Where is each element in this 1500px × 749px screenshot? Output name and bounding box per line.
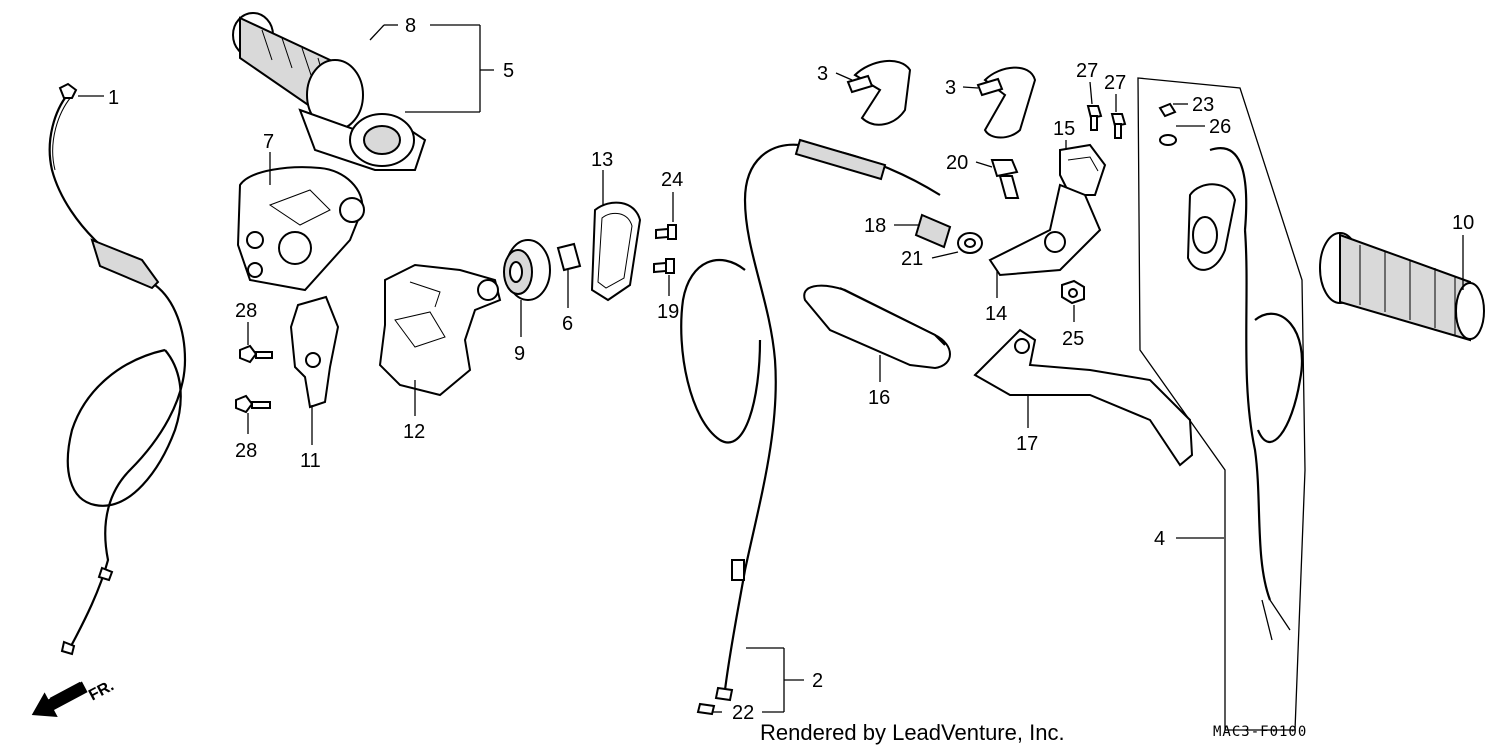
label-part-14: 14 — [985, 303, 1007, 325]
part-collar — [556, 242, 582, 272]
part-cover — [590, 201, 642, 302]
label-part-27b: 27 — [1104, 72, 1126, 94]
label-part-13: 13 — [591, 149, 613, 171]
label-part-3b: 3 — [945, 77, 956, 99]
part-throttle-housing-lower — [378, 263, 502, 397]
label-part-16: 16 — [868, 387, 890, 409]
part-lock-nut — [957, 232, 983, 254]
label-part-23: 23 — [1192, 94, 1214, 116]
part-throttle-housing-top — [236, 166, 365, 292]
label-part-26: 26 — [1209, 116, 1231, 138]
part-cable-clamp-1 — [846, 59, 912, 126]
credit-text: Rendered by LeadVenture, Inc. — [760, 720, 1065, 745]
part-pulley — [503, 239, 551, 301]
part-small-bolt-2 — [1110, 113, 1127, 139]
label-part-6: 6 — [562, 313, 573, 335]
part-lever-bracket — [988, 183, 1102, 277]
part-throttle-grip — [232, 12, 427, 171]
label-part-1: 1 — [108, 87, 119, 109]
label-part-5: 5 — [503, 60, 514, 82]
front-direction-arrow — [31, 681, 88, 718]
part-screw-upper — [655, 224, 677, 240]
part-stop-switch-assembly — [1137, 77, 1306, 731]
label-part-7: 7 — [263, 131, 274, 153]
label-part-22: 22 — [732, 702, 754, 724]
part-clutch-lever — [973, 328, 1194, 467]
label-part-2: 2 — [812, 670, 823, 692]
label-part-10: 10 — [1452, 212, 1474, 234]
part-small-bolt-1 — [1086, 105, 1103, 131]
front-label: FR. — [86, 677, 117, 704]
part-bolt-upper — [239, 344, 273, 364]
label-part-18: 18 — [864, 215, 886, 237]
label-part-3a: 3 — [817, 63, 828, 85]
label-part-15: 15 — [1053, 118, 1075, 140]
label-part-12: 12 — [403, 421, 425, 443]
part-housing-clamp — [289, 295, 340, 409]
label-part-28a: 28 — [235, 300, 257, 322]
part-cable-clamp-2 — [976, 66, 1037, 139]
part-lever-cover — [803, 284, 951, 370]
label-part-8: 8 — [405, 15, 416, 37]
front-arrow-icon — [31, 681, 88, 718]
part-screw-lower — [653, 258, 675, 274]
label-part-11: 11 — [300, 450, 321, 472]
label-part-4: 4 — [1154, 528, 1165, 550]
label-part-9: 9 — [514, 343, 525, 365]
part-adjuster-bolt — [990, 159, 1020, 199]
part-nut — [1061, 279, 1085, 305]
label-part-19: 19 — [657, 301, 679, 323]
part-adjuster — [914, 213, 952, 249]
label-part-24: 24 — [661, 169, 683, 191]
leader-lines — [78, 24, 1464, 713]
part-bolt-lower — [235, 394, 271, 414]
label-part-20: 20 — [946, 152, 968, 174]
part-clamp-holder — [1059, 143, 1107, 196]
label-part-27a: 27 — [1076, 60, 1098, 82]
label-part-21: 21 — [901, 248, 923, 270]
part-clutch-cable — [680, 138, 941, 716]
label-part-17: 17 — [1016, 433, 1038, 455]
diagram-code: MAC3-F0100 — [1213, 724, 1307, 740]
part-throttle-cable — [48, 82, 187, 656]
part-left-grip — [1319, 232, 1485, 342]
label-part-25: 25 — [1062, 328, 1084, 350]
label-part-28b: 28 — [235, 440, 257, 462]
